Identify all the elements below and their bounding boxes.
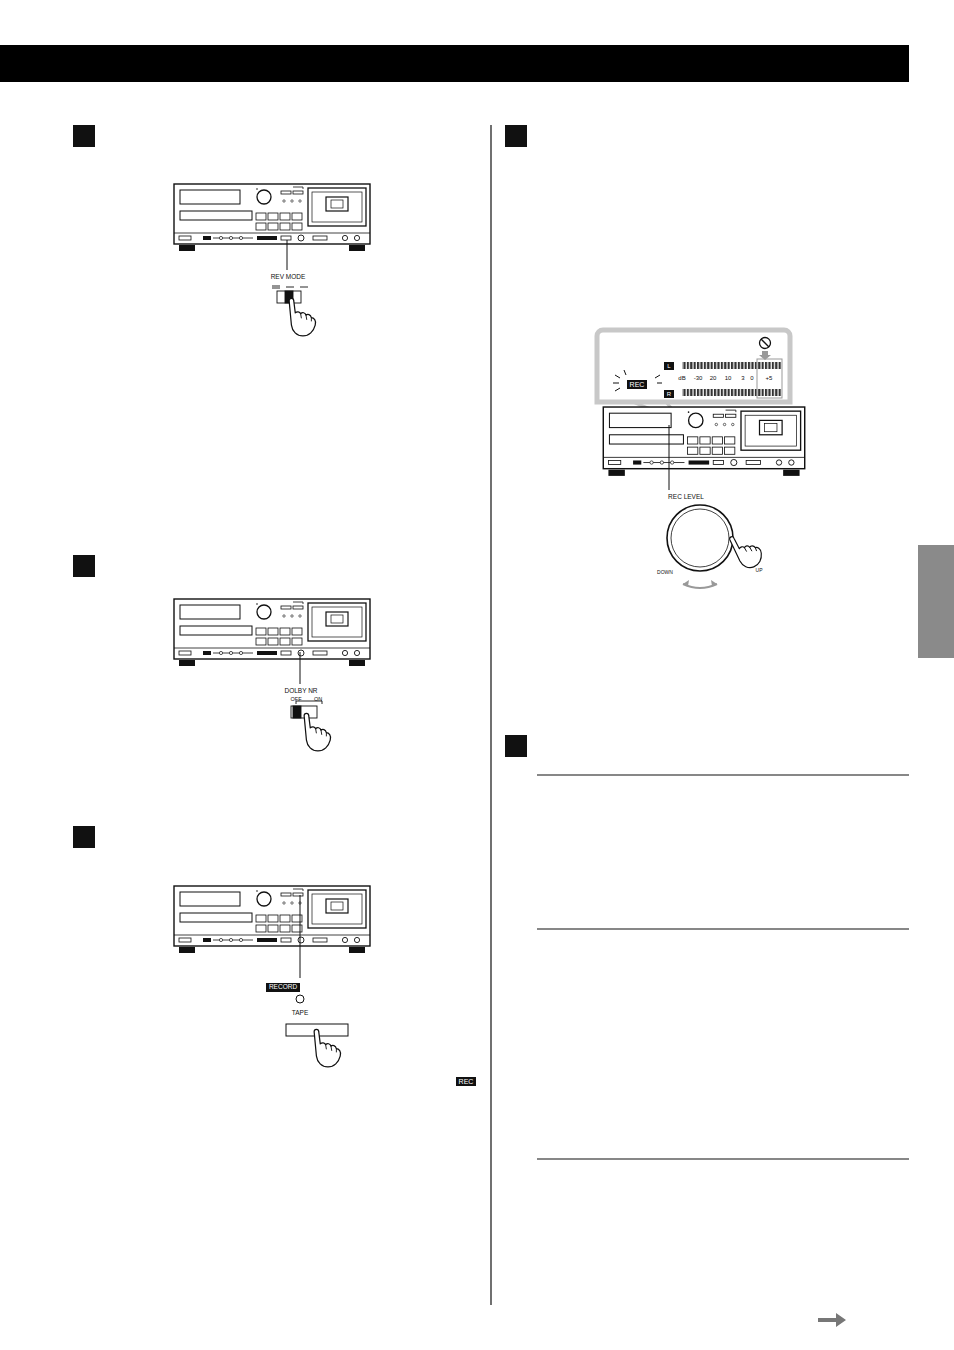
step-markers — [73, 125, 527, 848]
meter-scale: +5 — [766, 375, 773, 381]
deck-illustration — [174, 886, 370, 953]
indicator-label: RECORD — [266, 983, 300, 992]
record-indicator — [296, 995, 304, 1003]
meter-scale: 0 — [750, 375, 753, 381]
direction-label: DOWN — [657, 570, 673, 575]
button-label: TAPE — [292, 1010, 309, 1017]
rec-level-knob — [667, 505, 733, 571]
meter-scale: 3 — [741, 375, 744, 381]
meter-scale: -30 — [694, 375, 703, 381]
deck-illustration — [174, 599, 370, 666]
switch-label: DOLBY NR — [284, 688, 317, 695]
header-bar — [0, 45, 909, 82]
rec-level-knob-rim — [671, 509, 729, 567]
rules — [537, 775, 909, 1159]
direction-label: UP — [756, 568, 763, 573]
display-callout — [597, 330, 790, 402]
side-tab — [918, 545, 954, 658]
channel-label: R — [664, 390, 674, 398]
switch-label: REV MODE — [271, 274, 306, 281]
hand-icon — [289, 298, 315, 336]
blink-rays — [613, 370, 662, 391]
hand-icon — [729, 529, 765, 571]
display-icon: REC — [456, 1077, 477, 1086]
control-label: REC LEVEL — [668, 494, 704, 501]
switch-position: OFF — [291, 697, 302, 703]
column-divider — [490, 125, 491, 1305]
leader-line — [669, 425, 670, 490]
leader-line — [287, 240, 288, 270]
meter-scale: 20 — [710, 375, 717, 381]
deck-illustration — [174, 184, 370, 251]
leader-line — [300, 652, 301, 684]
turn-arrow-heads — [683, 580, 717, 586]
next-page-arrow — [818, 1313, 846, 1327]
leader-line — [300, 895, 301, 978]
hand-icon — [304, 713, 330, 751]
hand-icon — [314, 1029, 340, 1067]
down-arrow — [759, 351, 771, 360]
meter-scale: dB — [678, 375, 685, 381]
channel-label: L — [664, 362, 673, 370]
meter-scale: 10 — [725, 375, 732, 381]
switch-position: ON — [314, 697, 322, 703]
deck-illustration — [603, 407, 804, 476]
prohibit-symbol — [760, 338, 771, 349]
display-icon: REC — [627, 380, 648, 389]
level-meter — [682, 359, 782, 398]
